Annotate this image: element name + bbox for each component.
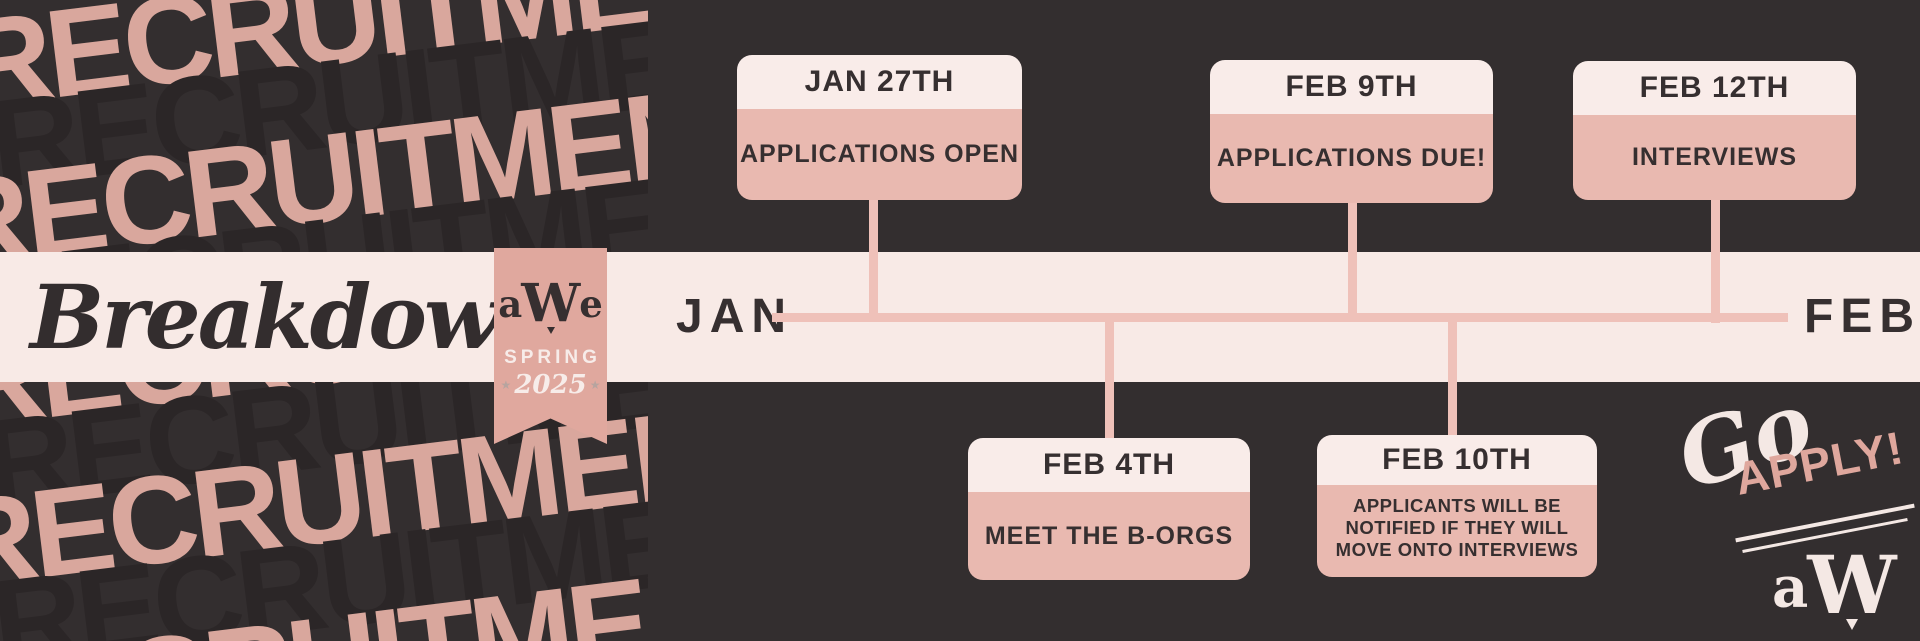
- timeline-connector-jan27: [869, 196, 878, 318]
- event-card-feb-4: FEB 4TH MEET THE B-ORGS: [968, 438, 1250, 580]
- ribbon-year-row: ★ 2025 ★: [501, 372, 601, 398]
- awe-logo-e: e: [1772, 621, 1808, 641]
- event-card-feb-12: FEB 12TH INTERVIEWS: [1573, 61, 1856, 200]
- awe-logo-e: e: [579, 281, 603, 326]
- star-icon: ★: [500, 377, 512, 392]
- event-date: JAN 27TH: [737, 55, 1022, 109]
- ribbon-badge: aWe SPRING ★ 2025 ★: [494, 248, 607, 444]
- event-card-feb-10: FEB 10TH APPLICANTS WILL BE NOTIFIED IF …: [1317, 435, 1597, 577]
- timeline-start-label: JAN: [676, 290, 794, 343]
- event-date: FEB 4TH: [968, 438, 1250, 492]
- event-card-feb-9: FEB 9TH APPLICATIONS DUE!: [1210, 60, 1493, 203]
- event-description: APPLICANTS WILL BE NOTIFIED IF THEY WILL…: [1317, 485, 1597, 577]
- event-description: INTERVIEWS: [1573, 115, 1856, 200]
- timeline-connector-feb12: [1711, 196, 1720, 323]
- ribbon-season-label: SPRING: [504, 346, 601, 368]
- awe-logo-w: W: [521, 273, 581, 334]
- event-description: APPLICATIONS OPEN: [737, 109, 1022, 200]
- awe-logo: aWe: [1772, 538, 1920, 641]
- star-icon: ★: [589, 377, 601, 392]
- event-description: MEET THE B-ORGS: [968, 492, 1250, 580]
- timeline-connector-feb10: [1448, 318, 1457, 439]
- event-description: APPLICATIONS DUE!: [1210, 114, 1493, 203]
- awe-logo-a: a: [1772, 554, 1809, 621]
- timeline-end-label: FEB: [1804, 290, 1920, 343]
- banner-title: Breakdown: [30, 265, 561, 369]
- event-date: FEB 10TH: [1317, 435, 1597, 485]
- awe-logo: aWe: [498, 273, 603, 334]
- timeline-connector-feb4: [1105, 318, 1114, 442]
- timeline-connector-feb9: [1348, 198, 1357, 318]
- ribbon-year-label: 2025: [514, 369, 587, 400]
- event-card-jan-27: JAN 27TH APPLICATIONS OPEN: [737, 55, 1022, 200]
- awe-logo-w: W: [1807, 538, 1897, 632]
- awe-logo-a: a: [498, 281, 523, 326]
- event-date: FEB 12TH: [1573, 61, 1856, 115]
- timeline-line: [772, 313, 1788, 322]
- event-date: FEB 9TH: [1210, 60, 1493, 114]
